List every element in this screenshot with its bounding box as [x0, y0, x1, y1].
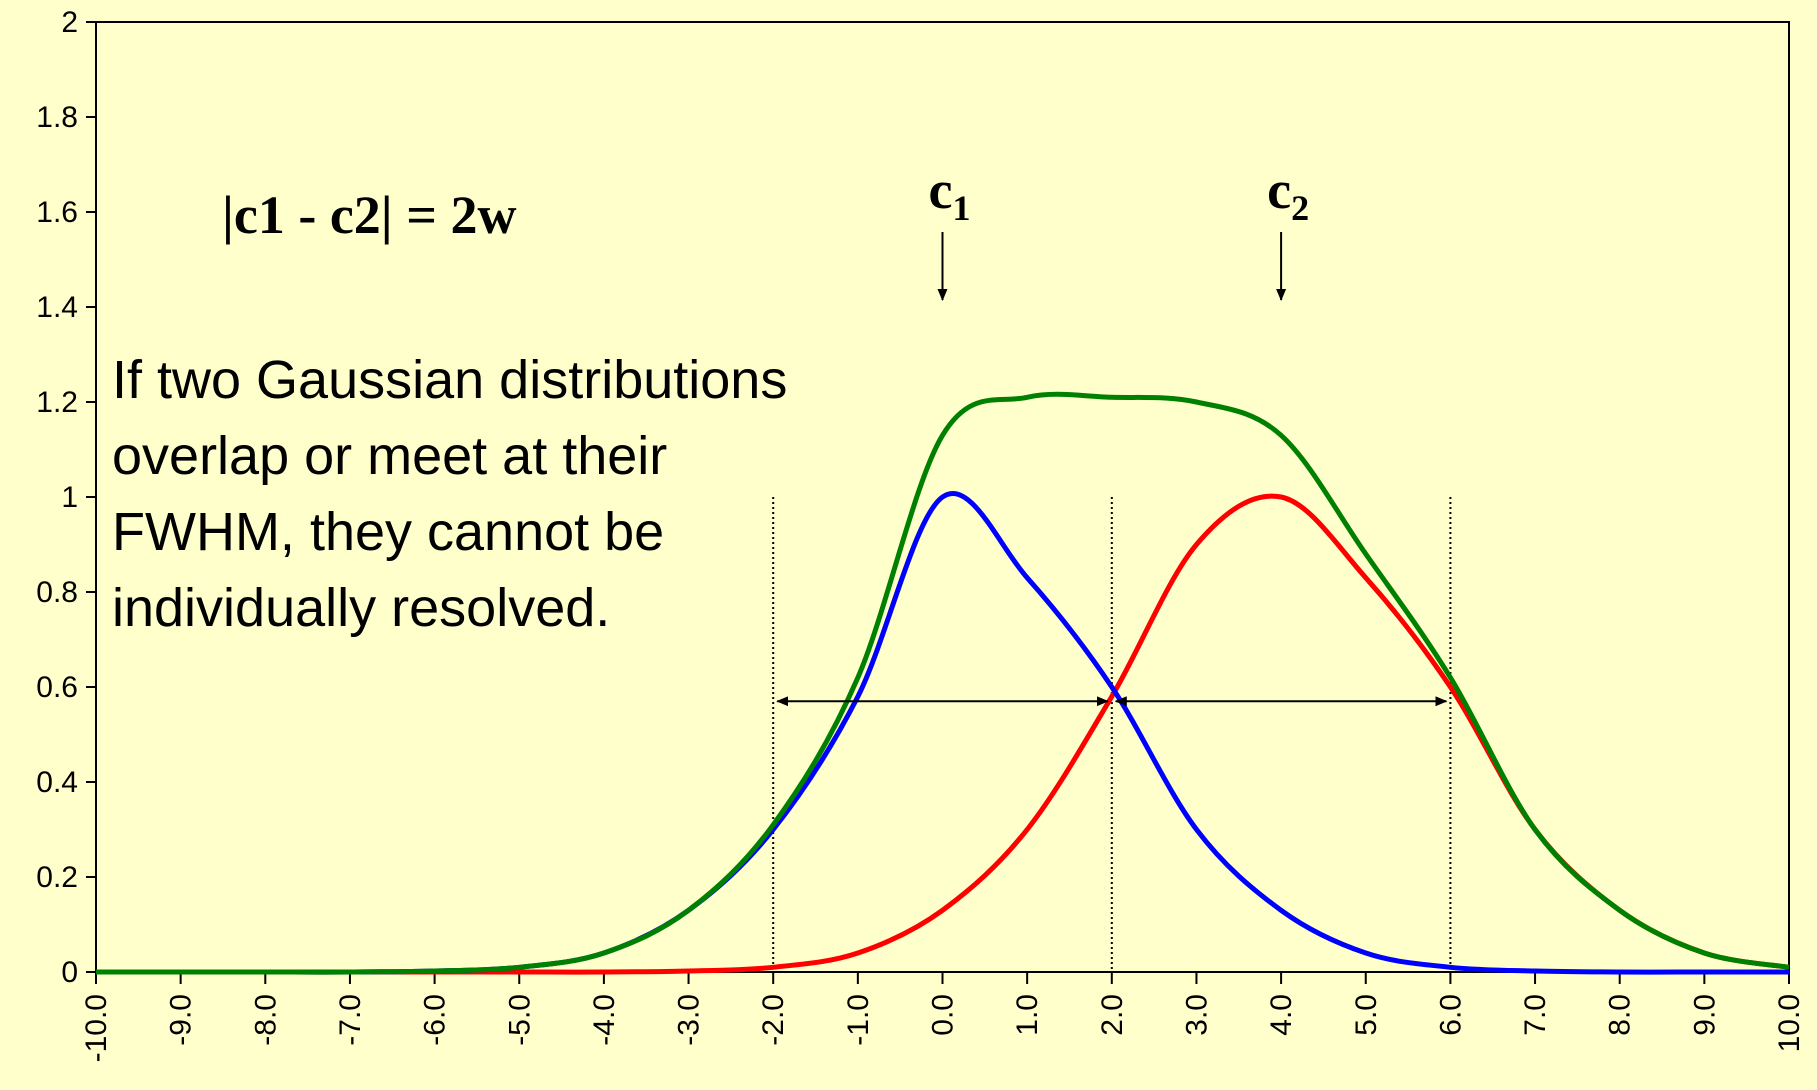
- y-tick-label-1: 0.2: [36, 861, 78, 894]
- y-tick-label-6: 1.2: [36, 386, 78, 419]
- series-line-2: [96, 391, 1790, 975]
- peak-label-sub-0: 1: [952, 188, 970, 228]
- x-tick-label-6: -4.0: [588, 994, 621, 1046]
- y-tick-label-4: 0.8: [36, 576, 78, 609]
- x-tick-label-20: 10.0: [1773, 994, 1806, 1052]
- y-tick-label-5: 1: [61, 481, 78, 514]
- note-line-2: FWHM, they cannot be: [112, 502, 664, 562]
- peak-label-1: c2: [1267, 160, 1309, 228]
- y-tick-label-2: 0.4: [36, 766, 78, 799]
- x-tick-label-12: 2.0: [1096, 994, 1129, 1036]
- x-tick-label-8: -2.0: [757, 994, 790, 1046]
- fwhm-guide-lines: [772, 497, 1452, 972]
- note-line-3: individually resolved.: [112, 578, 610, 638]
- note-line-0: If two Gaussian distributions: [112, 350, 787, 410]
- x-tick-label-18: 8.0: [1604, 994, 1637, 1036]
- x-tick-label-1: -9.0: [165, 994, 198, 1046]
- x-tick-label-17: 7.0: [1519, 994, 1552, 1036]
- resolution-note: If two Gaussian distributions overlap or …: [112, 350, 787, 638]
- x-axis: -10.0 -9.0 -8.0 -7.0 -6.0 -5.0 -4.0 -3.0 -2.0 -1.…: [80, 972, 1806, 1062]
- series-lines: [96, 391, 1790, 975]
- x-tick-label-3: -7.0: [334, 994, 367, 1046]
- x-tick-label-9: -1.0: [842, 994, 875, 1046]
- x-tick-label-0: -10.0: [80, 994, 113, 1062]
- y-tick-label-9: 1.8: [36, 101, 78, 134]
- x-tick-label-13: 3.0: [1180, 994, 1213, 1036]
- note-line-1: overlap or meet at their: [112, 426, 667, 486]
- y-tick-label-10: 2: [61, 6, 78, 39]
- peak-label-0: c1: [929, 160, 971, 228]
- x-tick-label-4: -6.0: [419, 994, 452, 1046]
- y-tick-label-7: 1.4: [36, 291, 78, 324]
- x-tick-label-2: -8.0: [249, 994, 282, 1046]
- y-axis: 0 0.2 0.4 0.6 0.8 1 1.2 1.4 1.6 1.8 2: [36, 6, 96, 989]
- y-tick-label-3: 0.6: [36, 671, 78, 704]
- x-tick-label-7: -3.0: [673, 994, 706, 1046]
- x-tick-label-5: -5.0: [503, 994, 536, 1046]
- peak-label-main-1: c: [1267, 160, 1291, 220]
- x-tick-label-19: 9.0: [1688, 994, 1721, 1036]
- x-tick-label-11: 1.0: [1011, 994, 1044, 1036]
- y-tick-label-0: 0: [61, 956, 78, 989]
- y-tick-label-8: 1.6: [36, 196, 78, 229]
- x-tick-label-15: 5.0: [1350, 994, 1383, 1036]
- x-tick-label-16: 6.0: [1434, 994, 1467, 1036]
- x-tick-label-10: 0.0: [927, 994, 960, 1036]
- peak-label-sub-1: 2: [1291, 188, 1309, 228]
- peak-label-main-0: c: [929, 160, 953, 220]
- equation-annotation: |c1 - c2| = 2w: [222, 185, 516, 245]
- x-tick-label-14: 4.0: [1265, 994, 1298, 1036]
